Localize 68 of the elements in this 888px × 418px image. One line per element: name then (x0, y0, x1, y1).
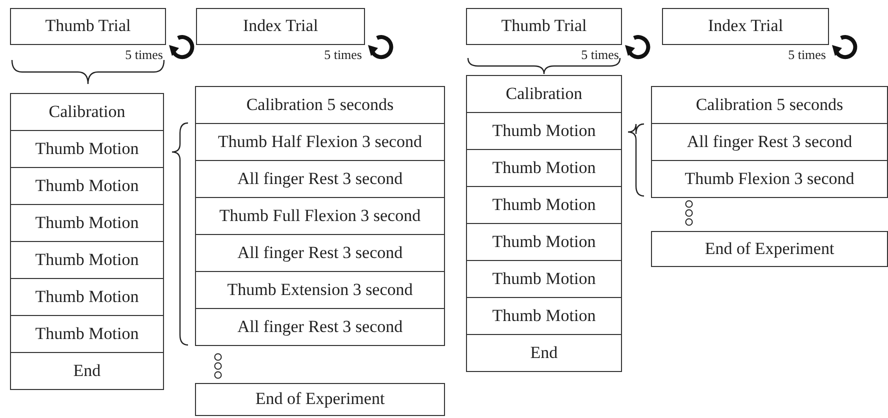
step-box (10, 352, 164, 390)
step-label: Calibration 5 seconds (696, 96, 844, 114)
step-box (195, 86, 445, 124)
step-label: Thumb Half Flexion 3 second (218, 132, 422, 152)
step-box (466, 186, 622, 224)
step-box (195, 234, 445, 272)
step-label: Thumb Motion (492, 306, 596, 326)
step-label: Thumb Motion (492, 196, 596, 214)
step-box (10, 93, 164, 131)
step-label: Thumb Extension 3 second (227, 280, 413, 300)
step-box (651, 160, 888, 198)
step-label: Thumb Motion (35, 176, 139, 196)
step-label: All finger Rest 3 second (686, 132, 852, 152)
step-label: Index Trial (242, 17, 318, 36)
step-box (195, 383, 445, 416)
step-box (195, 197, 445, 235)
step-label: Thumb Motion (35, 140, 139, 158)
step-label: Thumb Trial (45, 17, 131, 36)
step-box (10, 8, 166, 45)
step-box (10, 130, 164, 168)
step-label: End (73, 362, 101, 380)
step-box (651, 123, 888, 161)
step-box (10, 278, 164, 316)
step-label: Thumb Flexion 3 second (684, 170, 854, 188)
step-label: End of Experiment (255, 390, 385, 409)
step-box (651, 231, 888, 267)
step-box (10, 204, 164, 242)
step-label: Calibration (506, 84, 582, 104)
step-box (195, 160, 445, 198)
step-label: Calibration (48, 102, 126, 122)
repeat-count: 5 times (125, 48, 163, 61)
step-label: Thumb Motion (35, 250, 139, 270)
step-label: Thumb Motion (492, 122, 596, 140)
step-box (466, 297, 622, 335)
step-label: Thumb Motion (35, 324, 139, 344)
step-box (10, 315, 164, 353)
step-box (662, 8, 829, 45)
step-label: End (530, 344, 558, 362)
step-label: All finger Rest 3 second (237, 244, 403, 262)
step-label: Thumb Motion (492, 158, 596, 178)
step-box (10, 241, 164, 279)
step-box (195, 271, 445, 309)
step-label: End of Experiment (704, 240, 834, 258)
step-box (10, 167, 164, 205)
step-box (195, 308, 445, 346)
step-label: Thumb Motion (35, 214, 139, 232)
step-label: All finger Rest 3 second (237, 170, 403, 188)
step-box (195, 123, 445, 161)
step-label: Thumb Trial (501, 17, 587, 36)
step-label: Thumb Motion (492, 270, 596, 288)
step-box (466, 334, 622, 372)
step-box (466, 260, 622, 298)
step-label: Thumb Motion (35, 288, 139, 306)
step-label: Thumb Motion (492, 232, 596, 252)
step-label: Index Trial (708, 17, 784, 36)
repeat-count: 5 times (788, 48, 826, 61)
step-box (466, 8, 622, 45)
step-box (651, 86, 888, 124)
step-box (196, 8, 365, 45)
step-box (466, 75, 622, 113)
step-label: Calibration 5 seconds (246, 96, 394, 114)
step-box (466, 223, 622, 261)
step-label: Thumb Full Flexion 3 second (219, 206, 421, 226)
step-box (466, 149, 622, 187)
step-box (466, 112, 622, 150)
repeat-count: 5 times (581, 48, 619, 61)
step-label: All finger Rest 3 second (237, 318, 403, 336)
repeat-count: 5 times (324, 48, 362, 61)
